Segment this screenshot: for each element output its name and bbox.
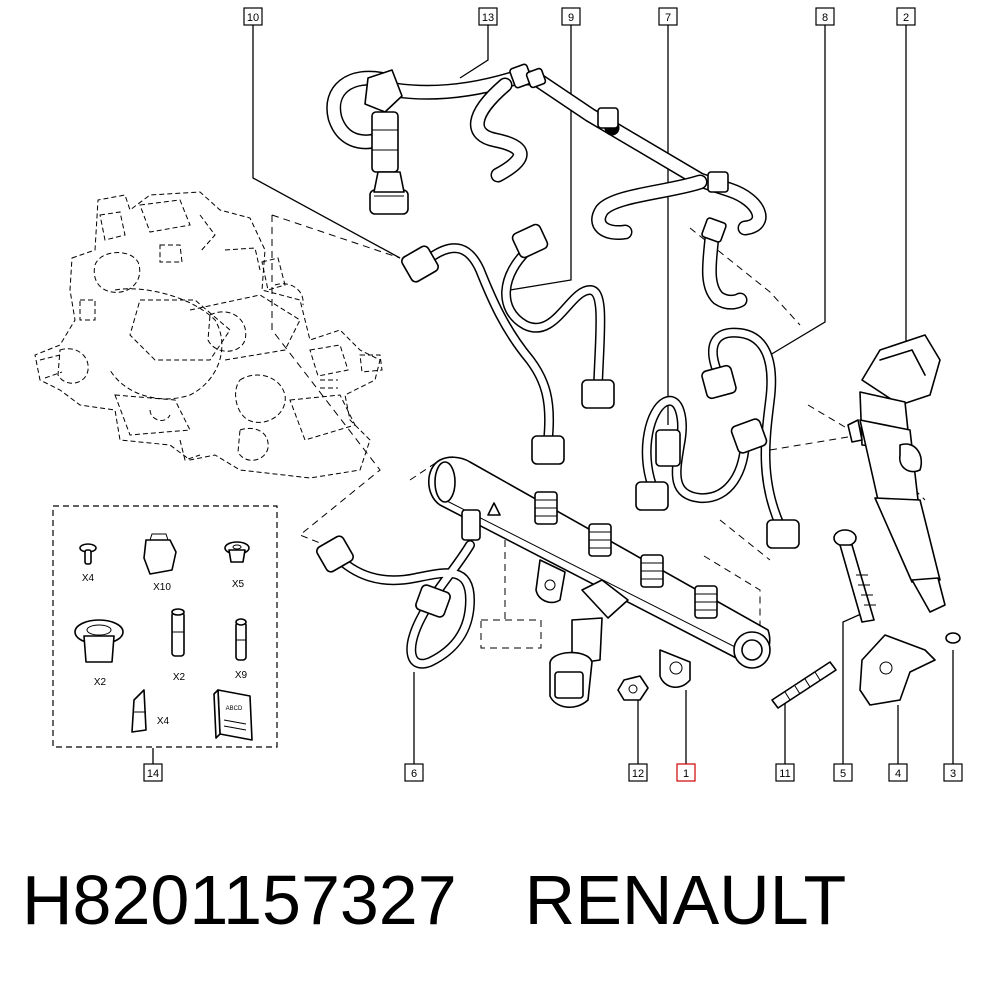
callout-7[interactable]: 7 (658, 7, 678, 26)
fitting-kit: X4 X10 X5 X2 X2 (52, 505, 278, 748)
stud (771, 661, 837, 709)
hex-nut-icon (143, 533, 177, 575)
bolt-shank (839, 544, 875, 623)
injector (847, 334, 946, 613)
kit-qty-x5: X5 (232, 579, 245, 590)
svg-text:8: 8 (822, 12, 828, 24)
callouts: 10 13 9 7 8 2 14 6 12 1 11 5 4 3 (143, 7, 963, 782)
svg-text:6: 6 (411, 768, 417, 780)
svg-text:9: 9 (568, 12, 574, 24)
svg-text:5: 5 (840, 768, 846, 780)
leader-13 (459, 25, 489, 79)
svg-text:7: 7 (665, 12, 671, 24)
kit-qty-x2: X2 (94, 677, 107, 688)
svg-text:10: 10 (247, 12, 259, 24)
pipe-nut (701, 364, 737, 400)
callout-9[interactable]: 9 (561, 7, 581, 26)
svg-text:2: 2 (903, 12, 909, 24)
callout-2[interactable]: 2 (896, 7, 916, 26)
instruction-booklet-icon: ABCD (213, 689, 253, 741)
svg-text:4: 4 (895, 768, 901, 780)
pipe-nut (511, 223, 549, 259)
pipe-nut (401, 245, 439, 283)
high-pressure-pipes (316, 223, 800, 669)
grommet-icon (224, 541, 250, 563)
pipe-nut (766, 519, 800, 549)
leader-10 (252, 25, 401, 259)
pipe-nut (531, 435, 565, 465)
pipe-nut (730, 418, 768, 454)
pipe-nut (581, 379, 615, 409)
pipe-nut (415, 584, 451, 618)
leader-lines (152, 25, 954, 764)
return-hose-assembly (326, 63, 767, 310)
bolt-head (833, 529, 857, 547)
callout-14[interactable]: 14 (143, 763, 163, 782)
callout-1[interactable]: 1 (676, 763, 696, 782)
part-number: H8201157327 (22, 861, 457, 939)
common-rail (427, 456, 771, 708)
pump-outline (34, 191, 383, 479)
callout-5[interactable]: 5 (833, 763, 853, 782)
callout-6[interactable]: 6 (404, 763, 424, 782)
svg-text:1: 1 (683, 768, 689, 780)
callout-3[interactable]: 3 (943, 763, 963, 782)
callout-4[interactable]: 4 (888, 763, 908, 782)
kit-qty-x4-clip: X4 (157, 716, 170, 727)
svg-text:14: 14 (147, 768, 159, 780)
svg-text:12: 12 (632, 768, 644, 780)
callout-12[interactable]: 12 (628, 763, 648, 782)
svg-text:11: 11 (779, 768, 790, 780)
svg-text:13: 13 (482, 12, 494, 24)
spacer-icon (171, 608, 185, 657)
injector-clamp (859, 634, 936, 706)
plug-cap-icon (74, 619, 124, 663)
callout-8[interactable]: 8 (815, 7, 835, 26)
svg-text:3: 3 (950, 768, 956, 780)
pipe-nut (635, 481, 669, 511)
kit-qty-x9: X9 (235, 670, 248, 681)
washer (945, 632, 961, 644)
clip-icon (131, 689, 147, 733)
brand-name: RENAULT (524, 861, 847, 939)
leader-8 (769, 25, 826, 356)
product-caption: H8201157327 RENAULT (22, 858, 846, 942)
push-pin-icon (79, 543, 97, 565)
kit-qty-x2-spacer: X2 (173, 672, 186, 683)
callout-11[interactable]: 11 (775, 763, 795, 782)
stud-icon (235, 618, 247, 661)
callout-13[interactable]: 13 (478, 7, 498, 26)
fasteners (617, 529, 961, 709)
pipe-nut (316, 535, 354, 573)
svg-text:ABCD: ABCD (226, 706, 243, 712)
kit-qty-x4: X4 (82, 573, 95, 584)
nut (617, 675, 649, 701)
callout-10[interactable]: 10 (243, 7, 263, 26)
kit-qty-x10: X10 (153, 582, 171, 593)
